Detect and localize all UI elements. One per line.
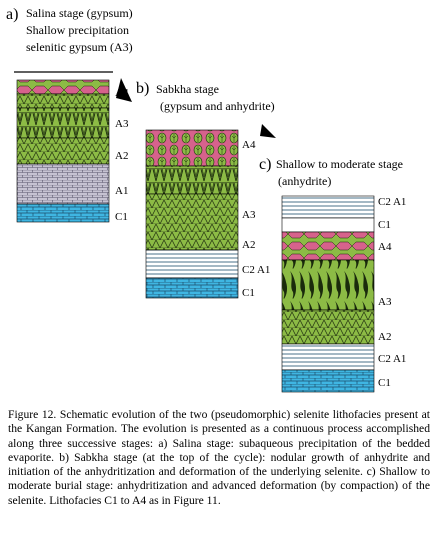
label-c-c2a1: C2 A1 (378, 353, 406, 365)
label-a-a2: A2 (115, 150, 128, 162)
label-a-a3: A3 (115, 118, 129, 130)
label-a-c1: C1 (115, 211, 128, 223)
stage-a-subtitle-2: selenitic gypsum (A3) (26, 40, 133, 54)
stage-c-subtitle: (anhydrite) (278, 174, 331, 188)
stage-b-title: Sabkha stage (156, 82, 219, 96)
arrow-a-to-b (116, 78, 132, 102)
label-c-a3: A3 (378, 296, 392, 308)
stage-b-subtitle: (gypsum and anhydrite) (160, 99, 275, 113)
label-b-a2: A2 (242, 239, 255, 251)
column-b (145, 129, 239, 299)
stage-c-title: Shallow to moderate stage (276, 157, 403, 171)
label-b-c1: C1 (242, 287, 255, 299)
stage-b-letter: b) (136, 80, 149, 97)
label-c-a4: A4 (378, 241, 392, 253)
label-c-top-c2a1: C2 A1 (378, 196, 406, 208)
label-c-a2: A2 (378, 331, 391, 343)
label-b-a3: A3 (242, 209, 256, 221)
figure-caption: Figure 12. Schematic evolution of the tw… (8, 408, 430, 507)
evolution-diagram: a) Salina stage (gypsum) Shallow precipi… (6, 6, 406, 393)
stage-a-subtitle-1: Shallow precipitation (26, 23, 129, 37)
column-c (281, 195, 375, 393)
label-a-a1: A1 (115, 185, 128, 197)
label-c-c1: C1 (378, 377, 391, 389)
stage-a-title: Salina stage (gypsum) (26, 6, 133, 20)
label-b-c2a1: C2 A1 (242, 264, 270, 276)
label-b-a4: A4 (242, 139, 256, 151)
stage-a-letter: a) (6, 6, 18, 23)
arrow-b-to-c (260, 124, 276, 138)
column-a (14, 71, 113, 223)
stage-c-letter: c) (259, 156, 271, 173)
label-a-a4: A4 (115, 87, 129, 99)
label-c-top-c1: C1 (378, 219, 391, 231)
